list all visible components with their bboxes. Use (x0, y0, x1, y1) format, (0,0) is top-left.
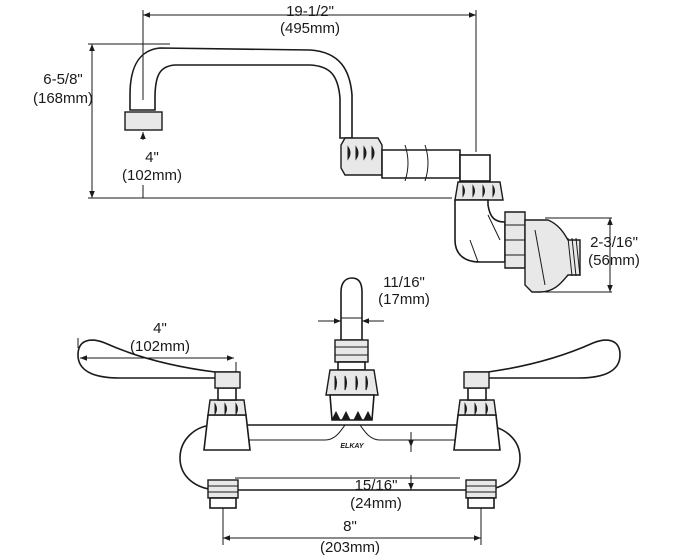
inlet-offset-imperial: 2-3/16" (590, 234, 638, 251)
spout-diameter-imperial: 11/16" (383, 274, 425, 291)
brand-mark: ELKAY (340, 443, 365, 450)
body-end (459, 154, 491, 182)
outlet-height-imperial: 4" (145, 149, 159, 166)
spout-height-metric: (168mm) (33, 90, 93, 107)
inlet-offset-metric: (56mm) (588, 252, 640, 269)
centers-imperial: 8" (343, 518, 357, 535)
side-view-dimension-lines (88, 10, 613, 293)
front-view: ELKAY (77, 277, 621, 509)
front-swivel-nut (325, 369, 379, 396)
handle-length-imperial: 4" (153, 320, 167, 337)
spout-height-imperial: 6-5/8" (43, 71, 83, 88)
right-valve-body (453, 414, 501, 451)
body-height-imperial: 15/16" (355, 477, 398, 494)
swivel-nut-grips (347, 145, 375, 161)
spout-diameter-metric: (17mm) (378, 291, 430, 308)
spout-reach-metric: (495mm) (280, 20, 340, 37)
outlet-height-metric: (102mm) (122, 167, 182, 184)
inlet-body (524, 219, 581, 293)
handle-length-metric: (102mm) (130, 338, 190, 355)
elbow (454, 199, 506, 263)
right-wrist-blade-handle (465, 339, 621, 379)
front-swivel-grips (334, 375, 368, 391)
inlet-threads (567, 237, 581, 277)
spout-tube (129, 47, 353, 139)
elbow-nut-grips (462, 184, 495, 198)
right-inlet (465, 479, 497, 499)
left-valve-nut (207, 399, 247, 416)
left-wrist-blade-handle (77, 339, 239, 379)
spout-reach-imperial: 19-1/2" (286, 3, 334, 20)
front-view-dimension-lines (77, 318, 482, 545)
centers-metric: (203mm) (320, 539, 380, 556)
elbow-nut (454, 181, 504, 201)
left-valve-body (203, 414, 251, 451)
valve-body (381, 149, 461, 179)
right-valve-nut (457, 399, 497, 416)
spout-riser (340, 277, 363, 341)
riser-nut (334, 339, 369, 363)
left-inlet (207, 479, 239, 499)
side-view (124, 47, 581, 293)
aerator (124, 111, 163, 131)
swivel-nut (340, 137, 383, 176)
body-height-metric: (24mm) (350, 495, 402, 512)
